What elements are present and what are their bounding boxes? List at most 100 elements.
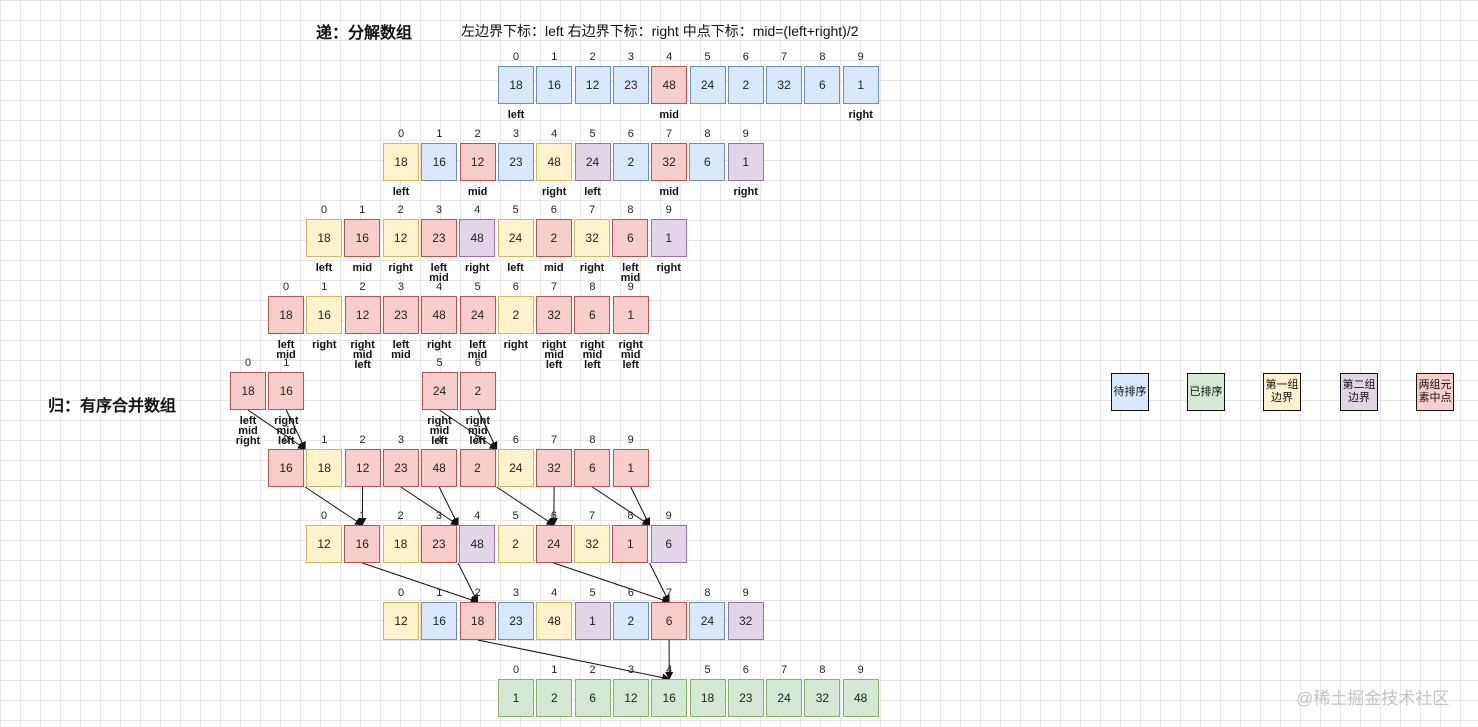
array-index: 3 [627, 664, 634, 676]
array-cell: 23 [497, 602, 534, 640]
array-cell: 12 [383, 602, 419, 640]
array-cell: 24 [535, 525, 572, 563]
array-index: 8 [819, 51, 826, 63]
array-cell: 6 [804, 66, 841, 104]
pointer-label: left [392, 186, 410, 198]
array-index: 1 [436, 128, 443, 140]
array-index: 6 [627, 587, 634, 599]
array-cell: 16 [421, 602, 458, 640]
array-index: 1 [436, 587, 443, 599]
array-cell: 16 [344, 525, 381, 563]
array-cell: 48 [421, 449, 458, 487]
array-cell: 32 [574, 525, 611, 563]
array-cell: 48 [459, 219, 496, 257]
array-index: 9 [857, 51, 864, 63]
array-cell: 24 [574, 143, 611, 181]
array-cell: 23 [420, 219, 457, 257]
array-cell: 23 [727, 679, 764, 717]
array-index: 7 [589, 510, 596, 522]
array-index: 9 [627, 434, 634, 446]
array-index: 0 [397, 128, 405, 140]
array-index: 9 [627, 281, 634, 293]
array-cell: 18 [383, 143, 419, 181]
array-cell: 16 [306, 296, 343, 334]
pointer-label: right [733, 186, 758, 198]
array-index: 6 [550, 510, 557, 522]
array-cell: 1 [612, 296, 649, 334]
legend-item: 第二组边界 [1340, 373, 1378, 411]
pointer-label: mid [659, 109, 679, 121]
array-index: 0 [512, 51, 520, 63]
pointer-label: right [426, 339, 452, 351]
array-cell: 24 [766, 679, 803, 717]
array-index: 4 [474, 204, 481, 216]
array-index: 7 [666, 587, 673, 599]
array-index: 2 [474, 587, 481, 599]
legend-item: 已排序 [1187, 373, 1225, 411]
array-index: 3 [435, 204, 442, 216]
watermark: @稀土掘金技术社区 [1296, 689, 1450, 708]
pointer-label: right [656, 262, 681, 274]
array-index: 3 [435, 510, 442, 522]
array-cell: 16 [268, 449, 304, 487]
array-index: 4 [666, 664, 673, 676]
array-cell: 12 [306, 525, 342, 563]
array-index: 8 [589, 281, 596, 293]
pointer-label: right [503, 339, 529, 351]
pointer-label: right [312, 339, 337, 351]
array-cell: 23 [382, 296, 419, 334]
array-index: 0 [320, 510, 328, 522]
array-cell: 1 [498, 679, 534, 717]
legend-item: 第一组边界 [1263, 373, 1301, 411]
array-cell: 24 [459, 296, 496, 334]
array-cell: 18 [459, 602, 496, 640]
array-cell: 1 [842, 66, 879, 104]
array-index: 1 [551, 664, 558, 676]
array-index: 0 [320, 204, 328, 216]
array-index: 8 [819, 664, 826, 676]
array-index: 3 [397, 281, 404, 293]
array-index: 8 [627, 204, 634, 216]
array-cell: 16 [536, 66, 573, 104]
array-cell: 23 [497, 143, 534, 181]
array-index: 6 [550, 204, 557, 216]
pointer-label: right [388, 262, 413, 274]
array-index: 7 [781, 51, 788, 63]
array-cell: 2 [612, 143, 649, 181]
array-cell: 18 [306, 449, 343, 487]
array-index: 2 [589, 664, 596, 676]
array-index: 0 [244, 357, 252, 369]
array-cell: 16 [344, 219, 381, 257]
array-cell: 48 [842, 679, 879, 717]
pointer-label: right [541, 186, 567, 198]
array-index: 8 [704, 128, 711, 140]
array-index: 4 [436, 281, 443, 293]
array-cell: 18 [230, 372, 266, 410]
array-cell: 2 [497, 525, 534, 563]
array-index: 0 [282, 281, 290, 293]
array-cell: 24 [497, 219, 534, 257]
array-index: 5 [474, 434, 481, 446]
merge-heading: 归：有序合并数组 [48, 398, 177, 415]
array-index: 6 [742, 664, 749, 676]
array-index: 2 [397, 204, 404, 216]
array-cell: 32 [727, 602, 764, 640]
array-cell: 12 [574, 66, 611, 104]
array-cell: 24 [689, 602, 726, 640]
pointer-label: left [315, 262, 333, 274]
array-cell: 48 [536, 143, 573, 181]
array-cell: 1 [612, 449, 649, 487]
array-index: 6 [627, 128, 634, 140]
array-index: 8 [627, 510, 634, 522]
pointer-label: left [507, 109, 525, 121]
array-index: 5 [512, 510, 519, 522]
array-cell: 18 [689, 679, 726, 717]
array-cell: 18 [498, 66, 534, 104]
pointer-label: mid [467, 186, 488, 198]
